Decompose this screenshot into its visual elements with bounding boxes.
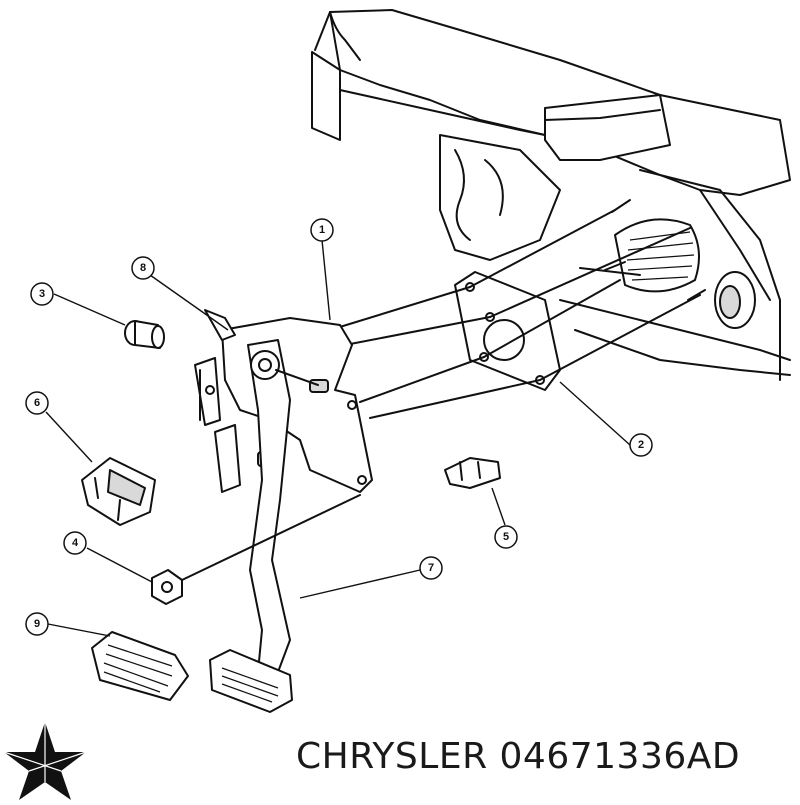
switch [81,457,156,526]
callout-9: 9 [25,612,49,636]
retainer-clip [444,457,501,489]
firewall-structure [311,9,791,381]
callout-8: 8 [131,256,155,280]
pedal-pad [91,631,189,701]
svg-text:7: 7 [428,562,434,574]
bushing [124,320,165,349]
pentastar-icon [3,722,87,800]
svg-text:5: 5 [503,531,509,543]
master-cylinder [579,218,756,329]
callout-5: 5 [494,525,518,549]
callout-2: 2 [629,433,653,457]
svg-text:9: 9 [34,618,40,630]
callout-4: 4 [63,531,87,555]
pedal-arm [247,339,319,681]
callout-1: 1 [310,218,334,242]
pedal-pad-installed [209,649,293,713]
stud-lines [329,209,701,419]
mounting-plate [454,271,561,391]
svg-text:4: 4 [72,537,79,549]
part-number: 04671336AD [499,736,741,777]
svg-text:2: 2 [638,439,644,451]
callout-7: 7 [419,556,443,580]
svg-text:6: 6 [34,397,40,409]
callout-leaders [45,239,631,637]
part-caption: CHRYSLER 04671336AD [296,736,796,777]
svg-text:3: 3 [39,288,45,300]
callout-6: 6 [25,391,49,415]
nut [151,494,361,605]
svg-text:1: 1 [319,224,325,236]
svg-text:8: 8 [140,262,146,274]
callout-3: 3 [30,282,54,306]
brand-name: CHRYSLER [296,736,488,777]
